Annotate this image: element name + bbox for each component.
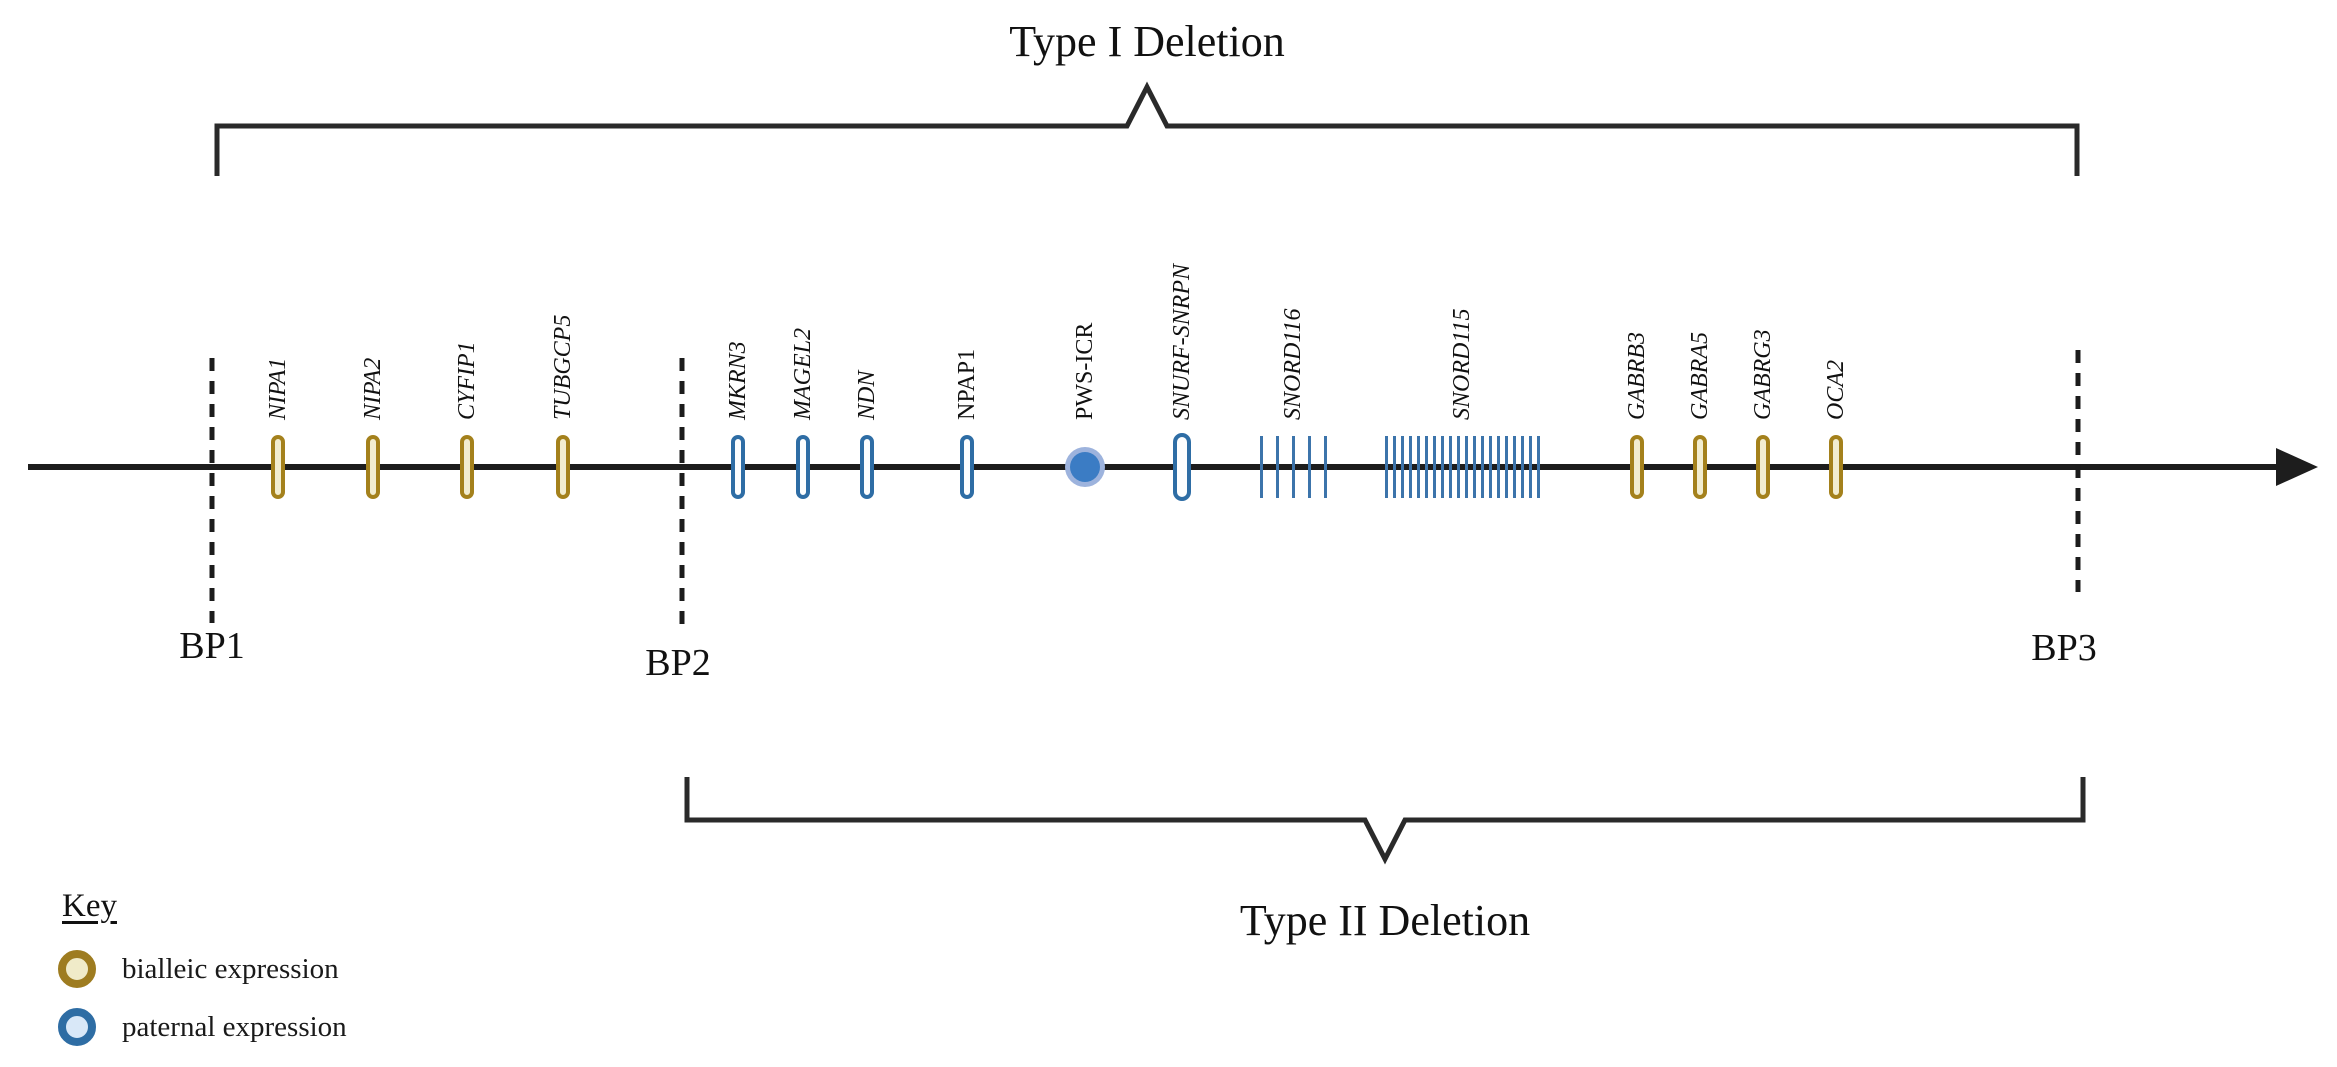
gene-label-magel2: MAGEL2 xyxy=(790,328,816,420)
gene-tick-snord115 xyxy=(1440,436,1444,498)
gene-label-nipa2: NIPA2 xyxy=(360,357,386,420)
gene-label-snord115: SNORD115 xyxy=(1449,308,1475,420)
gene-marker-pws-icr xyxy=(1065,447,1105,487)
gene-tick-snord115 xyxy=(1392,436,1396,498)
legend-title: Key xyxy=(62,888,117,924)
gene-tick-snord115 xyxy=(1496,436,1500,498)
gene-label-gabrb3: GABRB3 xyxy=(1624,332,1650,420)
axis-arrowhead-icon xyxy=(2276,448,2318,486)
legend-row-biallelic: bialleic expression xyxy=(58,950,339,988)
gene-tick-snord115 xyxy=(1480,436,1484,498)
gene-tick-snord115 xyxy=(1448,436,1452,498)
gene-tick-snord115 xyxy=(1456,436,1460,498)
bp3-label: BP3 xyxy=(2031,627,2097,669)
gene-label-nipa1: NIPA1 xyxy=(265,357,291,420)
gene-marker-gabrg3 xyxy=(1756,435,1770,499)
gene-tick-snord115 xyxy=(1424,436,1428,498)
gene-marker-oca2 xyxy=(1829,435,1843,499)
gene-label-mkrn3: MKRN3 xyxy=(725,341,751,420)
gene-tick-snord115 xyxy=(1512,436,1516,498)
gene-marker-gabrb3 xyxy=(1630,435,1644,499)
gene-tick-snord116 xyxy=(1275,436,1279,498)
gene-tick-snord115 xyxy=(1472,436,1476,498)
gene-tick-snord115 xyxy=(1416,436,1420,498)
paternal-swatch-icon xyxy=(58,1008,96,1046)
gene-marker-pws-icr-core xyxy=(1070,452,1100,482)
gene-label-npap1: NPAP1 xyxy=(954,348,980,420)
gene-label-snurf-snrpn: SNURF-SNRPN xyxy=(1169,264,1195,420)
gene-label-pws-icr: PWS-ICR xyxy=(1072,322,1098,420)
biallelic-swatch-icon xyxy=(58,950,96,988)
gene-tick-snord115 xyxy=(1400,436,1404,498)
gene-tick-snord116 xyxy=(1307,436,1311,498)
gene-marker-nipa2 xyxy=(366,435,380,499)
gene-tick-snord115 xyxy=(1384,436,1388,498)
gene-label-gabra5: GABRA5 xyxy=(1687,332,1713,420)
gene-marker-gabra5 xyxy=(1693,435,1707,499)
gene-marker-npap1 xyxy=(960,435,974,499)
type-i-deletion-bracket xyxy=(214,81,2080,176)
gene-label-ndn: NDN xyxy=(854,370,880,420)
gene-label-gabrg3: GABRG3 xyxy=(1750,329,1776,420)
gene-marker-cyfip1 xyxy=(460,435,474,499)
gene-tick-snord116 xyxy=(1323,436,1327,498)
gene-label-cyfip1: CYFIP1 xyxy=(454,341,480,420)
gene-marker-tubgcp5 xyxy=(556,435,570,499)
gene-tick-snord116 xyxy=(1291,436,1295,498)
gene-tick-snord115 xyxy=(1408,436,1412,498)
gene-marker-ndn xyxy=(860,435,874,499)
gene-label-snord116: SNORD116 xyxy=(1280,308,1306,420)
type-ii-deletion-bracket xyxy=(684,777,2086,865)
gene-tick-snord115 xyxy=(1464,436,1468,498)
legend-label-paternal: paternal expression xyxy=(122,1010,347,1043)
gene-label-tubgcp5: TUBGCP5 xyxy=(550,314,576,420)
gene-tick-snord115 xyxy=(1432,436,1436,498)
type-i-deletion-title: Type I Deletion xyxy=(1009,17,1285,66)
gene-marker-mkrn3 xyxy=(731,435,745,499)
gene-marker-snurf-snrpn xyxy=(1173,433,1191,501)
legend-row-paternal: paternal expression xyxy=(58,1008,347,1046)
gene-tick-snord116 xyxy=(1259,436,1263,498)
legend-label-biallelic: bialleic expression xyxy=(122,952,339,985)
gene-marker-magel2 xyxy=(796,435,810,499)
bp1-label: BP1 xyxy=(179,625,245,667)
gene-tick-snord115 xyxy=(1528,436,1532,498)
gene-tick-snord115 xyxy=(1504,436,1508,498)
gene-marker-nipa1 xyxy=(271,435,285,499)
bp2-label: BP2 xyxy=(645,642,711,684)
gene-tick-snord115 xyxy=(1488,436,1492,498)
type-ii-deletion-title: Type II Deletion xyxy=(1239,896,1531,945)
gene-tick-snord115 xyxy=(1536,436,1540,498)
gene-tick-snord115 xyxy=(1520,436,1524,498)
gene-label-oca2: OCA2 xyxy=(1823,360,1849,420)
